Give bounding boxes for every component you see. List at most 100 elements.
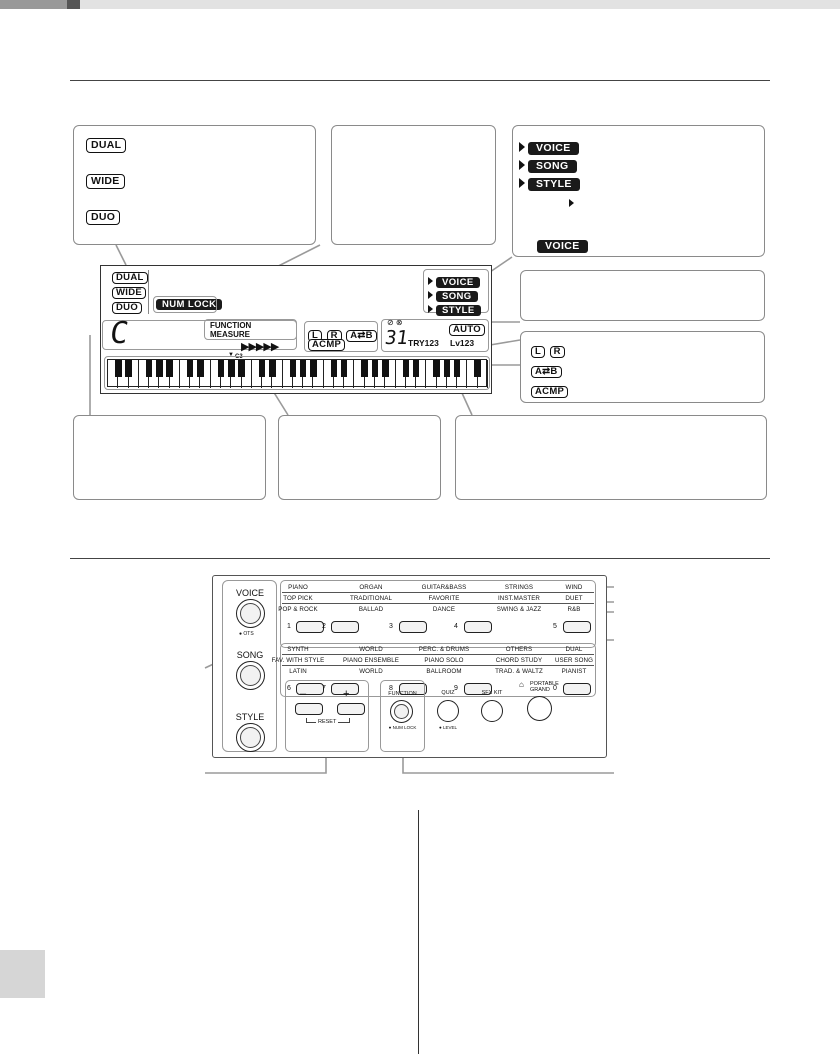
number-button[interactable] xyxy=(563,683,591,695)
lcd-white-key xyxy=(242,360,252,388)
voice-badge: VOICE xyxy=(436,277,480,288)
timer-icon: ⊘ ⊗ xyxy=(387,318,403,327)
number-button[interactable] xyxy=(464,683,492,695)
function-button[interactable] xyxy=(390,700,413,723)
lcd-white-key xyxy=(416,360,427,388)
function-button-label: FUNCTION xyxy=(388,691,417,697)
number-button[interactable] xyxy=(296,621,324,633)
lcd-black-key xyxy=(371,360,379,377)
lcd-black-key xyxy=(361,360,369,377)
section-rule-panel xyxy=(70,558,770,559)
minus-label: – xyxy=(300,688,307,700)
header-bar-mark xyxy=(67,0,80,9)
category-label: DUET xyxy=(565,595,583,602)
number-button[interactable] xyxy=(464,621,492,633)
style-button-label: STYLE xyxy=(235,712,265,722)
lcd-black-key xyxy=(340,360,348,377)
number-button[interactable] xyxy=(399,621,427,633)
category-label: TOP PICK xyxy=(283,595,313,602)
callout-voice-song-style: VOICE SONG STYLE VOICE xyxy=(512,125,765,257)
acmp-indicator: ACMP xyxy=(531,386,569,398)
c3-label: C3 xyxy=(235,354,243,360)
lcd-white-key xyxy=(478,360,488,388)
voice-row: VOICE xyxy=(428,272,480,290)
level-text: LEVEL xyxy=(442,725,457,730)
num-lock-label: ● NUM LOCK xyxy=(388,725,417,730)
sfx-kit-button[interactable] xyxy=(481,700,503,722)
lcd-black-key xyxy=(443,360,451,377)
lcd-black-key xyxy=(402,360,410,377)
number-label: 5 xyxy=(553,623,557,630)
portable-grand-label-1: PORTABLE xyxy=(530,681,559,687)
auto-indicator: AUTO xyxy=(449,324,485,336)
quiz-button[interactable] xyxy=(437,700,459,722)
lcd-black-key xyxy=(227,360,235,377)
voice-button[interactable] xyxy=(236,599,265,628)
level-label: ● LEVEL xyxy=(439,725,457,730)
song-badge: SONG xyxy=(436,291,478,302)
portable-grand-button[interactable] xyxy=(527,696,552,721)
column-divider xyxy=(418,810,419,1054)
style-row: STYLE xyxy=(519,174,580,192)
lcd-white-key xyxy=(129,360,139,388)
lcd-black-key xyxy=(114,360,122,377)
lcd-black-key xyxy=(238,360,245,377)
style-button[interactable] xyxy=(236,723,265,752)
row-divider-2 xyxy=(282,603,594,604)
lcd-white-key xyxy=(170,360,180,388)
lr-ab-highlight xyxy=(304,321,378,352)
duo-indicator: DUO xyxy=(86,210,121,225)
number-button[interactable] xyxy=(399,683,427,695)
triangle-icon xyxy=(428,290,433,299)
section-rule-display xyxy=(70,80,770,81)
plus-button[interactable] xyxy=(337,703,365,715)
song-button-label: SONG xyxy=(236,650,264,660)
style-row: STYLE xyxy=(428,300,481,318)
lcd-black-key xyxy=(217,360,225,377)
category-label: WORLD xyxy=(359,668,383,675)
row-divider-4 xyxy=(282,665,594,666)
header-bar-dark xyxy=(0,0,80,9)
category-label: WORLD xyxy=(359,646,383,653)
sfx-kit-button-label: SFX KIT xyxy=(481,690,503,696)
acmp-row: ACMP xyxy=(531,381,569,399)
lcd-white-key xyxy=(200,360,211,388)
number-button[interactable] xyxy=(331,621,359,633)
number-button[interactable] xyxy=(331,683,359,695)
quiz-button-label: QUIZ xyxy=(441,690,455,696)
category-label: FAV. WITH STYLE xyxy=(271,657,325,664)
category-label: INST.MASTER xyxy=(497,595,540,602)
plus-label: + xyxy=(343,688,350,700)
ab-indicator: A⇄B xyxy=(346,330,377,342)
lcd-black-key xyxy=(145,360,153,377)
callout-function-measure xyxy=(278,415,441,500)
category-label: ORGAN xyxy=(359,584,383,591)
category-label: BALLROOM xyxy=(426,668,462,675)
number-label: 8 xyxy=(389,685,393,692)
number-button[interactable] xyxy=(296,683,324,695)
chevron-arrows: ▶▶▶▶▶ xyxy=(241,341,279,353)
small-triangle-row xyxy=(569,194,577,212)
triangle-icon xyxy=(519,159,525,170)
num-lock-badge: NUM LOCK xyxy=(156,299,223,310)
segment-right: 31 xyxy=(383,327,410,349)
song-button[interactable] xyxy=(236,661,265,690)
dual-indicator: DUAL xyxy=(112,272,148,284)
category-label: SYNTH xyxy=(287,646,309,653)
indicator-bracket xyxy=(148,270,153,314)
voice-badge: VOICE xyxy=(537,240,588,253)
minus-button[interactable] xyxy=(295,703,323,715)
ots-text: OTS xyxy=(243,631,254,637)
acmp-indicator: ACMP xyxy=(308,339,346,351)
callout-auto xyxy=(520,270,765,321)
number-label: 0 xyxy=(553,685,557,692)
lcd-display: DUAL WIDE DUO NUM LOCK VOICE SONG STYLE … xyxy=(100,265,492,394)
voice-button-label: VOICE xyxy=(235,588,264,598)
number-label: 2 xyxy=(322,623,326,630)
number-button[interactable] xyxy=(563,621,591,633)
lcd-white-key xyxy=(272,360,283,388)
category-label: LATIN xyxy=(289,668,307,675)
lcd-white-key xyxy=(457,360,468,388)
song-badge: SONG xyxy=(528,160,577,173)
number-label: 7 xyxy=(322,685,326,692)
